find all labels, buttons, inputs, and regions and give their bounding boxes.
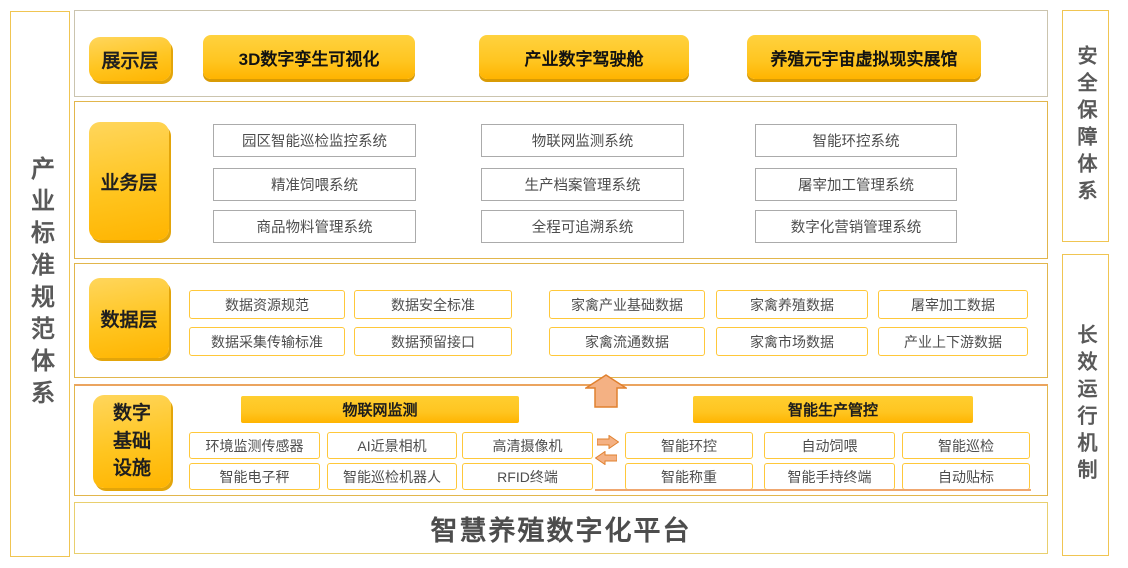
- pillar-industry-standards: 产业标准规范体系: [10, 11, 70, 557]
- infra-device-block: 自动贴标: [902, 463, 1030, 490]
- up-arrow-icon: [585, 374, 627, 408]
- infra-device-block: AI近景相机: [327, 432, 457, 459]
- industry-digital-cockpit-block: 产业数字驾驶舱: [479, 35, 689, 79]
- dataset-block: 家禽养殖数据: [716, 290, 868, 319]
- business-system-block: 智能环控系统: [755, 124, 957, 157]
- data-layer: 数据层 数据资源规范 数据安全标准 数据采集传输标准 数据预留接口 家禽产业基础…: [74, 263, 1048, 378]
- pillar-longterm-operation: 长效运行机制: [1062, 254, 1109, 556]
- infra-device-block: 智能手持终端: [764, 463, 895, 490]
- smart-production-group-header: 智能生产管控: [693, 396, 973, 423]
- iot-monitoring-group-header: 物联网监测: [241, 396, 519, 423]
- data-standard-block: 数据资源规范: [189, 290, 345, 319]
- infra-device-block: 环境监测传感器: [189, 432, 320, 459]
- business-system-block: 精准饲喂系统: [213, 168, 416, 201]
- dataset-block: 家禽产业基础数据: [549, 290, 705, 319]
- pillar-security-assurance-label: 安全保障体系: [1074, 45, 1096, 207]
- business-layer-badge: 业务层: [89, 122, 169, 240]
- infra-device-block: 智能称重: [625, 463, 753, 490]
- infrastructure-layer-label: 数字基础设施: [112, 403, 151, 480]
- dataset-block: 家禽流通数据: [549, 327, 705, 356]
- business-system-block: 数字化营销管理系统: [755, 210, 957, 243]
- divider-line: [595, 489, 1031, 491]
- infra-device-block: 高清摄像机: [462, 432, 593, 459]
- pillar-longterm-operation-label: 长效运行机制: [1074, 324, 1096, 486]
- business-system-block: 屠宰加工管理系统: [755, 168, 957, 201]
- dataset-block: 屠宰加工数据: [878, 290, 1028, 319]
- infrastructure-layer: 数字基础设施 物联网监测 环境监测传感器 AI近景相机 高清摄像机 智能电子秤 …: [74, 384, 1048, 496]
- pillar-security-assurance: 安全保障体系: [1062, 10, 1109, 242]
- infra-device-block: 智能电子秤: [189, 463, 320, 490]
- business-system-block: 园区智能巡检监控系统: [213, 124, 416, 157]
- left-arrow-icon: [595, 451, 617, 465]
- business-system-block: 物联网监测系统: [481, 124, 684, 157]
- digital-twin-visualization-block: 3D数字孪生可视化: [203, 35, 415, 79]
- presentation-layer: 展示层 3D数字孪生可视化 产业数字驾驶舱 养殖元宇宙虚拟现实展馆: [74, 10, 1048, 97]
- platform-title-bar: 智慧养殖数字化平台: [74, 502, 1048, 554]
- dataset-block: 家禽市场数据: [716, 327, 868, 356]
- infra-device-block: 智能环控: [625, 432, 753, 459]
- data-layer-badge: 数据层: [89, 278, 169, 358]
- infra-device-block: 智能巡检机器人: [327, 463, 457, 490]
- infra-device-block: 自动饲喂: [764, 432, 895, 459]
- business-system-block: 全程可追溯系统: [481, 210, 684, 243]
- business-layer: 业务层 园区智能巡检监控系统 精准饲喂系统 商品物料管理系统 物联网监测系统 生…: [74, 101, 1048, 259]
- infrastructure-layer-badge: 数字基础设施: [93, 395, 171, 488]
- business-system-block: 生产档案管理系统: [481, 168, 684, 201]
- infra-device-block: RFID终端: [462, 463, 593, 490]
- presentation-layer-badge: 展示层: [89, 37, 171, 81]
- right-arrow-icon: [597, 435, 619, 449]
- business-system-block: 商品物料管理系统: [213, 210, 416, 243]
- data-standard-block: 数据采集传输标准: [189, 327, 345, 356]
- data-standard-block: 数据预留接口: [354, 327, 512, 356]
- data-standard-block: 数据安全标准: [354, 290, 512, 319]
- metaverse-vr-hall-block: 养殖元宇宙虚拟现实展馆: [747, 35, 981, 79]
- pillar-industry-standards-label: 产业标准规范体系: [26, 156, 54, 412]
- platform-title: 智慧养殖数字化平台: [430, 515, 692, 546]
- dataset-block: 产业上下游数据: [878, 327, 1028, 356]
- infra-device-block: 智能巡检: [902, 432, 1030, 459]
